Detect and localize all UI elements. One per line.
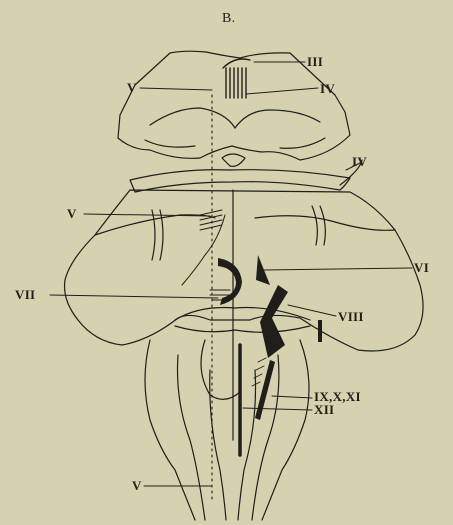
label-nerve-iii: III xyxy=(307,55,323,68)
label-nerve-v-top: V xyxy=(127,81,137,94)
label-nerve-v-mid: V xyxy=(67,207,77,220)
pons-ridge-left xyxy=(152,210,155,260)
label-nerve-iv-upper: IV xyxy=(320,82,335,95)
figure-title: B. xyxy=(222,12,235,26)
midbrain-arc-left2 xyxy=(145,140,195,147)
label-nerve-v-bottom: V xyxy=(132,479,142,492)
label-nerve-iv-lower: IV xyxy=(352,155,367,168)
pons-ridge-right2 xyxy=(320,206,325,245)
pons-notch xyxy=(222,154,245,166)
midbrain-arc-right2 xyxy=(280,138,325,148)
label-nerve-xii: XII xyxy=(314,403,334,416)
label-nerve-vi: VI xyxy=(414,261,429,274)
pons-band xyxy=(130,170,350,192)
nucleus-viii xyxy=(260,285,288,358)
medulla-inner-left xyxy=(178,355,206,520)
midbrain-arc-right xyxy=(235,110,320,128)
hatch-ix xyxy=(252,358,266,386)
olive-left xyxy=(201,340,240,399)
trigeminal-nucleus-hatch xyxy=(182,210,232,300)
midbrain-arc-left xyxy=(150,108,235,128)
pons-ridge-right xyxy=(312,206,317,245)
nerve-viii-root xyxy=(318,320,322,342)
nerve-iii-root xyxy=(223,59,250,98)
nucleus-vii xyxy=(218,258,242,305)
leader-lines xyxy=(50,62,412,486)
medulla-outline xyxy=(145,340,309,520)
label-nerve-viii: VIII xyxy=(338,310,364,323)
label-nerve-vii: VII xyxy=(15,288,35,301)
